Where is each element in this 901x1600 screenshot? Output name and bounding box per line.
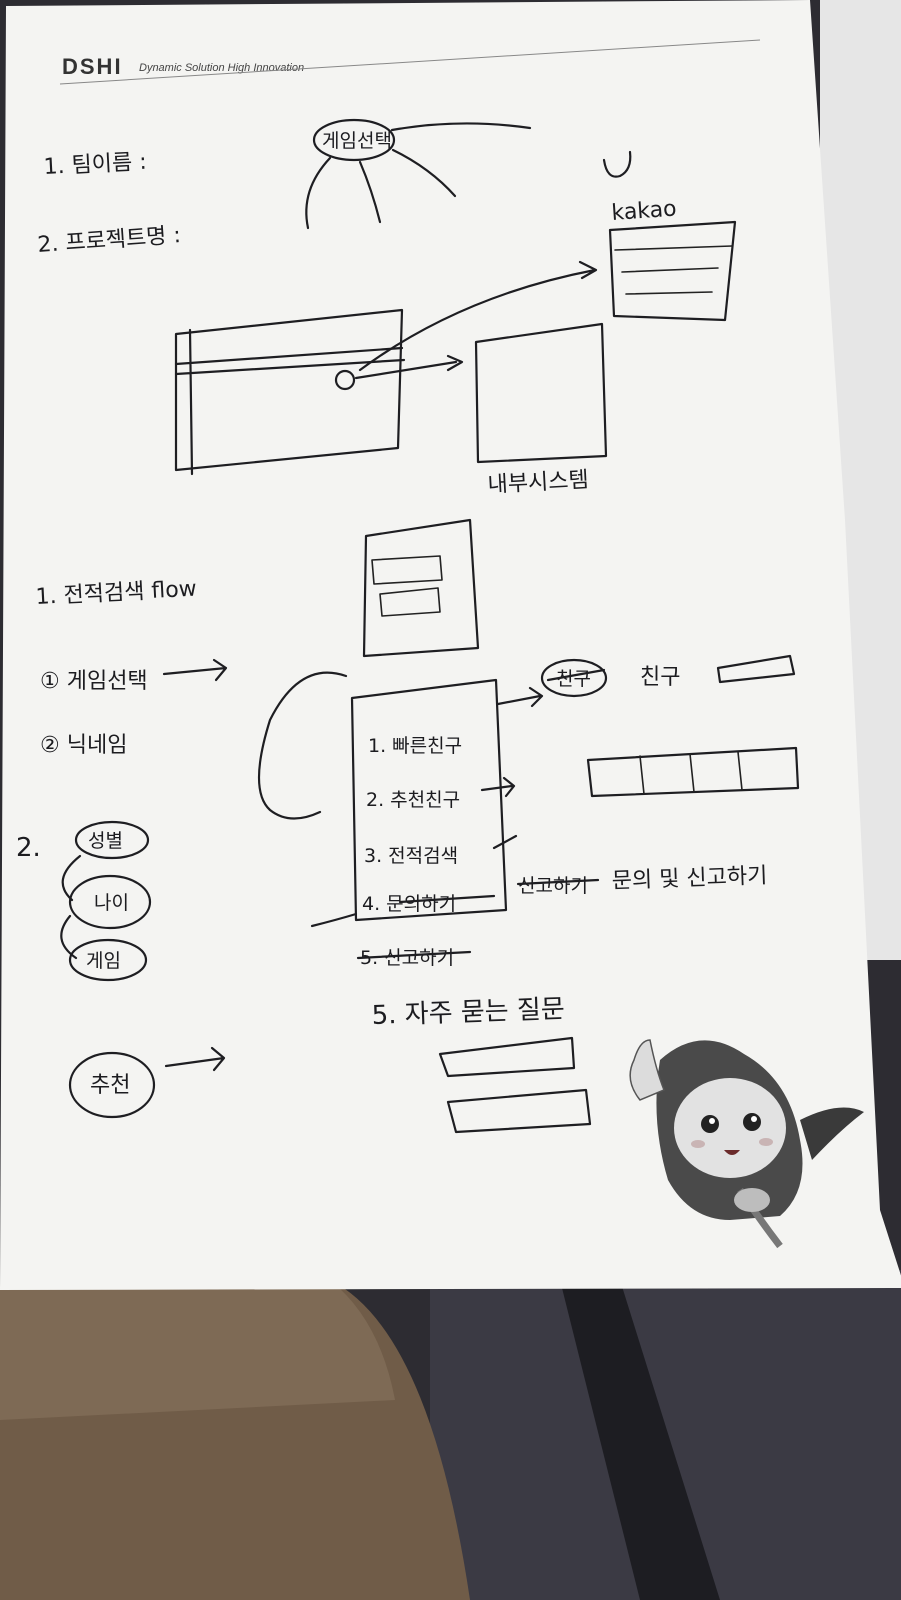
arrow-to-internal [354, 354, 464, 380]
bubble-leg-mid [358, 160, 382, 224]
age-circle [68, 874, 152, 930]
brand-logo: DSHI [62, 54, 123, 79]
search-circle [334, 369, 356, 391]
header-rule [59, 39, 761, 85]
mascot-illustration [629, 1039, 864, 1249]
friend-bubble-struck: 친구 [556, 668, 591, 690]
menu-item1-arrow [496, 686, 544, 708]
menu-inquiry-annotation: 문의 및 신고하기 [611, 864, 767, 894]
recommend-note: 추천 [90, 1073, 130, 1098]
internal-system-label: 내부시스템 [487, 468, 589, 498]
game-select-bubble [312, 118, 396, 162]
friend-rect [716, 654, 796, 684]
age-note: 나이 [94, 892, 129, 914]
menu-list-box [350, 678, 508, 922]
menu-report-strike [516, 878, 600, 886]
menu-item2-arrow [480, 776, 516, 798]
menu-item-5-new: 5. 자주 묻는 질문 [371, 994, 565, 1031]
chain-connectors [60, 854, 82, 960]
menu-bottom-tail [310, 912, 358, 928]
main-screen-wireframe [174, 308, 404, 472]
game-circle [68, 938, 148, 982]
section2-number: 2. [16, 833, 41, 863]
chair-leg [560, 1280, 720, 1600]
menu-report-annotation: 신고하기 [518, 875, 588, 897]
paper-sheet [0, 0, 901, 1290]
flow-step2: ② 닉네임 [40, 733, 127, 758]
menu-item3-mark [492, 834, 518, 850]
friend-bubble [540, 658, 608, 698]
kakao-label: kakao [611, 197, 678, 226]
friend-label: 친구 [640, 665, 680, 690]
recommend-table-dividers [639, 751, 743, 795]
gender-note: 성별 [88, 830, 123, 852]
menu-item-5-strike [356, 950, 472, 960]
menu-item-3: 3. 전적검색 [364, 845, 458, 867]
recommend-table [586, 746, 800, 798]
game-note: 게임 [86, 950, 121, 972]
phone-wireframe [362, 518, 480, 658]
menu-item-2: 2. 추천친구 [366, 789, 460, 811]
menu-item-5-struck: 5. 신고하기 [360, 947, 454, 969]
kakao-screen-lines [614, 245, 733, 295]
game-select-label: 게임선택 [322, 130, 392, 152]
friend-bubble-strike [546, 668, 606, 682]
tick-mark [602, 150, 632, 178]
menu-item-1: 1. 빠른친구 [368, 735, 462, 757]
internal-system-box [474, 322, 608, 464]
team-name-note: 1. 팀이름 : [43, 150, 147, 180]
brand-tagline: Dynamic Solution High Innovation [139, 62, 304, 74]
menu-loop-arrow [257, 671, 348, 820]
menu-item-4-strike [398, 894, 496, 904]
faq-box-1 [438, 1036, 576, 1078]
faq-box-2 [446, 1088, 592, 1134]
recommend-circle [68, 1051, 156, 1119]
main-screen-lines [174, 328, 406, 476]
gender-circle [74, 820, 150, 860]
sleeve-highlight [0, 1280, 395, 1420]
arrow-to-kakao [358, 260, 598, 372]
menu-item-4: 4. 문의하기 [362, 893, 456, 915]
bubble-leg-left [305, 156, 332, 230]
step1-arrow [162, 658, 228, 682]
recommend-arrow [164, 1046, 226, 1072]
flow-step1: ① 게임선택 [40, 669, 148, 694]
bubble-line [390, 122, 532, 132]
kakao-screen [608, 220, 737, 322]
bubble-leg-right [391, 148, 457, 198]
phone-inner-cards [371, 555, 443, 617]
